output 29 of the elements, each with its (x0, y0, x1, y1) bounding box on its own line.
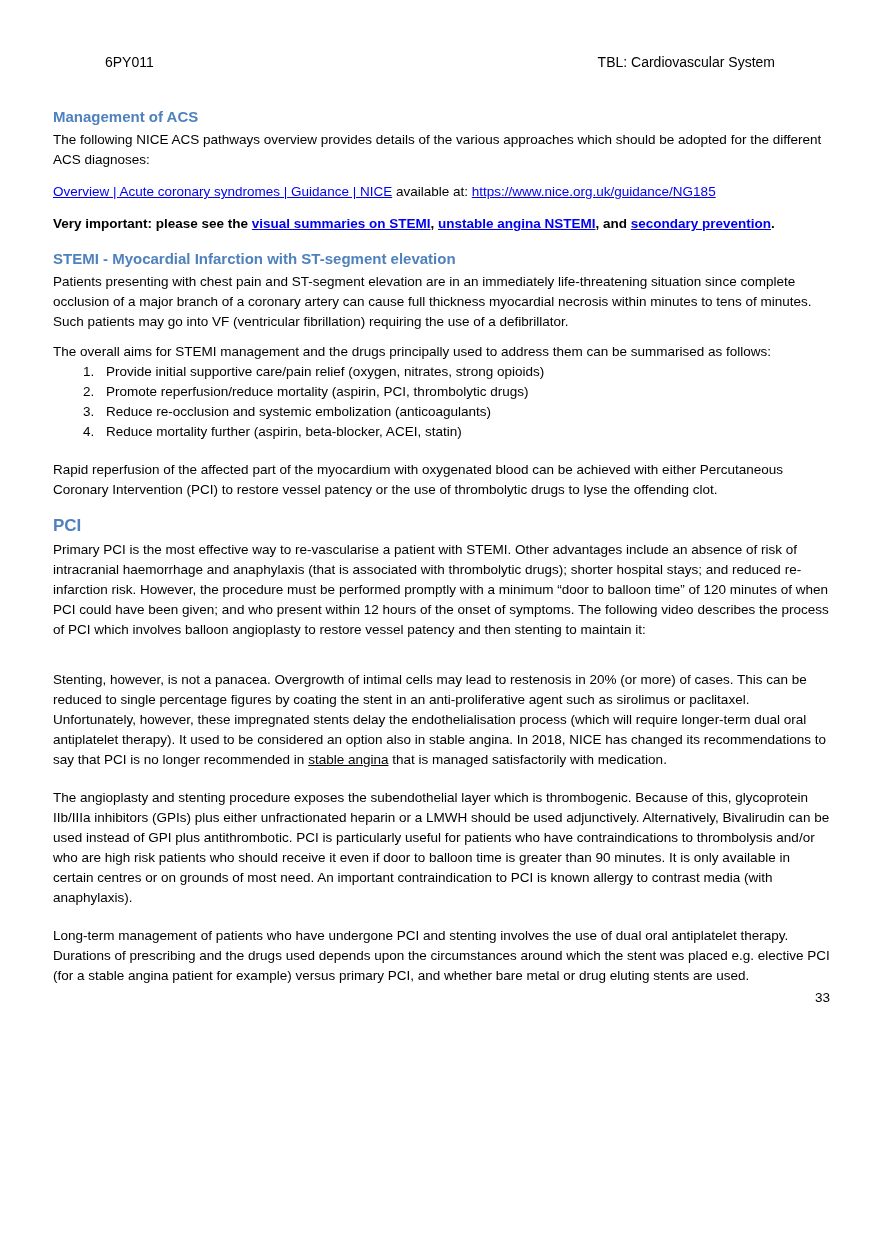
paragraph: Stenting, however, is not a panacea. Overgrowth of intimal cells may lead to restenosis in 20% (or more) of cases. This can be reduced to single percentage figures by coating the stent in an anti-proliferative agent such as sirolimus or paclitaxel. Unfortunately, however, these impregnated stents delay the endothelialisation process (which will require longer-term dual oral antiplatelet therapy). It used to be considered an option also in stable angina. In 2018, NICE has changed its recommendations to say that PCI is no longer recommended in stable angina that is managed satisfactorily with medication. (53, 671, 827, 769)
link: https://www.nice.org.uk/guidance/NG185 (471, 184, 716, 199)
page-number: 33 (814, 989, 830, 1007)
section-heading: PCI (53, 515, 83, 537)
paragraph: Long-term management of patients who have undergone PCI and stenting involves the use of dual oral antiplatelet therapy. Durations of prescribing and the drugs used depends upon the circumstances around which the stent was placed e.g. elective PCI (for a stable angina patient for example) versus primary PCI, and whether bare metal or drug eluting stents are used. (53, 927, 830, 985)
paragraph: The overall aims for STEMI management and the drugs principally used to address them can be summarised as follows: (53, 343, 773, 361)
list-item: Reduce mortality further (aspirin, beta-blocker, ACEI, statin) (106, 423, 462, 441)
link: unstable angina NSTEMI (437, 216, 596, 231)
list-number: 4. (83, 423, 96, 441)
section-heading: Management of ACS (53, 107, 200, 127)
paragraph: Primary PCI is the most effective way to re-vascularise a patient with STEMI. Other advantages include an absence of risk of intracranial haemorrhage and anaphylaxis (that is associated with thrombolytic drugs); shorter hospital stays; and reduced re-infarction risk. However, the procedure must be performed promptly with a minimum “door to balloon time” of 120 minutes of when PCI could have been given; and who present within 12 hours of the onset of symptoms. The following video describes the process of PCI which involves balloon angioplasty to restore vessel patency and then stenting to maintain it: (53, 541, 830, 639)
paragraph: The following NICE ACS pathways overview provides details of the various approaches which should be adopted for the different ACS diagnoses: (53, 131, 823, 169)
list-number: 2. (83, 383, 96, 401)
list-number: 1. (83, 363, 96, 381)
list-item: Provide initial supportive care/pain relief (oxygen, nitrates, strong opioids) (106, 363, 545, 381)
link: stable angina (308, 752, 389, 767)
list-item: Reduce re-occlusion and systemic embolization (anticoagulants) (106, 403, 491, 421)
section-heading: STEMI - Myocardial Infarction with ST-segment elevation (53, 249, 457, 269)
list-number: 3. (83, 403, 96, 421)
page-header: TBL: Cardiovascular System (597, 53, 775, 72)
paragraph: Very important: please see the visual summaries on STEMI, unstable angina NSTEMI, and secondary prevention. (53, 215, 776, 233)
list-item: Promote reperfusion/reduce mortality (aspirin, PCI, thrombolytic drugs) (106, 383, 529, 401)
link: visual summaries on STEMI (251, 216, 431, 231)
paragraph: Patients presenting with chest pain and ST-segment elevation are in an immediately life-threatening situation since complete occlusion of a major branch of a coronary artery can cause full thickness myocardial necrosis within minutes to tens of minutes. Such patients may go into VF (ventricular fibrillation) requiring the use of a defibrillator. (53, 273, 813, 331)
link: Overview | Acute coronary syndromes | Guidance | NICE (53, 184, 393, 199)
paragraph: Overview | Acute coronary syndromes | Guidance | NICE available at: https://www.nice.org.uk/guidance/NG185 (53, 183, 717, 201)
page-header: 6PY011 (105, 53, 154, 72)
paragraph: Rapid reperfusion of the affected part of the myocardium with oxygenated blood can be achieved with either Percutaneous Coronary Intervention (PCI) to restore vessel patency or the use of thrombolytic drugs to lyse the offending clot. (53, 461, 784, 499)
paragraph: The angioplasty and stenting procedure exposes the subendothelial layer which is thrombogenic. Because of this, glycoprotein IIb/IIIa inhibitors (GPIs) plus either unfractionated heparin or a LMWH should be used adjunctively. Alternatively, Bivalirudin can be used instead of GPI plus antithrombotic. PCI is particularly useful for patients who have contraindications to thrombolysis and/or who are high risk patients who should receive it even if door to balloon time is greater than 90 minutes. It is only available in certain centres or on grounds of most need. An important contraindication to PCI is known allergy to contrast media (with anaphylaxis). (53, 789, 830, 907)
